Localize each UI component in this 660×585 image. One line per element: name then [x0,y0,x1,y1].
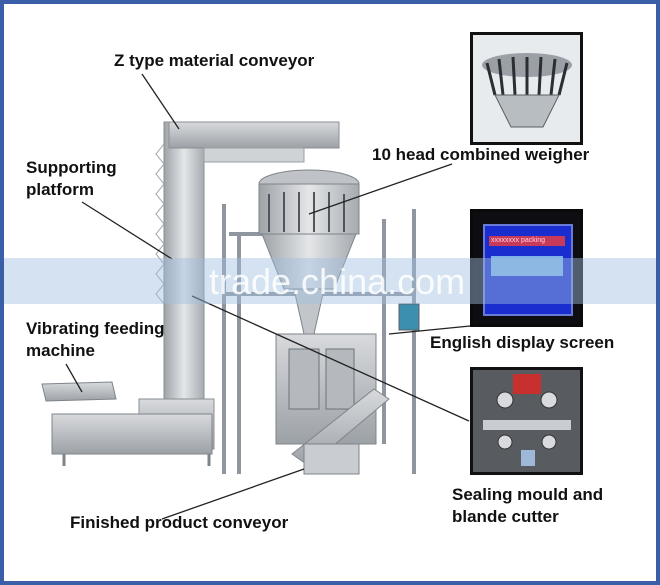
screen-area [491,256,563,276]
inset-weigher-photo [470,32,583,145]
label-sealing-mould: Sealing mould and blande cutter [452,485,604,526]
screen-panel: xxxxxxxx packing [483,224,573,316]
diagram-frame: xxxxxxxx packing trade.china.com Z type … [4,4,656,581]
pointer-lines [65,73,471,520]
label-vibrating-feeder: Vibrating feeding machine [26,319,165,360]
finished-product-conveyor [291,388,390,475]
vibrating-feeder [41,381,213,466]
label-display-screen: English display screen [430,333,615,352]
label-finished-conveyor: Finished product conveyor [70,513,289,532]
inset-sealing-mould [470,367,583,475]
label-supporting-platform: Supporting platform [26,158,117,199]
watermark-text: trade.china.com [209,261,466,302]
sealing-photo-icon [473,370,580,472]
label-z-conveyor: Z type material conveyor [114,51,315,70]
multihead-weigher [258,169,360,335]
watermark-band [4,258,656,304]
inset-display-screen: xxxxxxxx packing [470,209,583,327]
weigher-photo-icon [482,53,572,128]
packing-machine-illustration [41,73,471,520]
screen-text: xxxxxxxx packing [491,237,546,244]
screen-bar [489,236,565,246]
label-weigher: 10 head combined weigher [372,145,590,164]
